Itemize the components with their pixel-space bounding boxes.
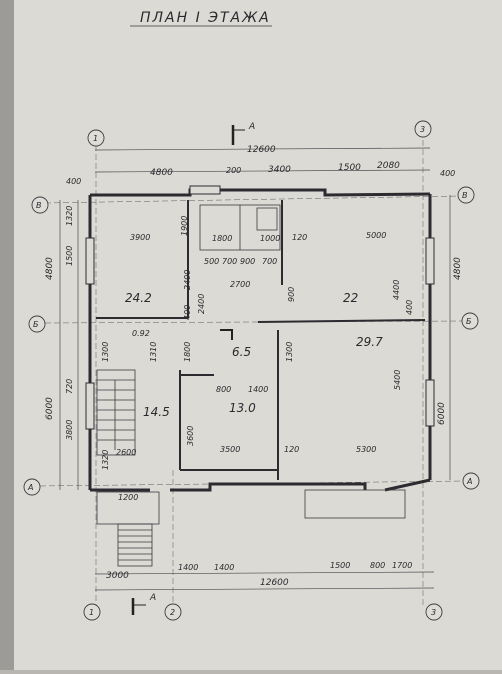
axis-1-top bbox=[87, 129, 105, 147]
axis-B-right-label: Б bbox=[466, 317, 472, 326]
axis-A-left-label: А bbox=[27, 483, 33, 492]
dim-left-upper: 4800 bbox=[45, 257, 55, 280]
dim-900: 900 bbox=[240, 257, 255, 266]
dim-right-b: 5400 bbox=[393, 370, 402, 390]
dim-400: 400 bbox=[183, 305, 192, 320]
axis-V-right-label: В bbox=[462, 191, 468, 200]
dim-5300: 5300 bbox=[356, 445, 376, 454]
dim-2400a: 2400 bbox=[183, 270, 192, 290]
dim-left-e: 1320 bbox=[101, 450, 110, 470]
windows bbox=[85, 185, 435, 430]
dim-1800b: 1800 bbox=[183, 342, 192, 362]
dim-left-a: 1320 bbox=[65, 206, 74, 226]
room-area-ne: 22 bbox=[343, 291, 358, 305]
terrace bbox=[304, 489, 406, 519]
axis-B-left-label: Б bbox=[33, 320, 39, 329]
axis-3-bottom-label: 3 bbox=[431, 608, 436, 617]
axis-A-left bbox=[23, 478, 41, 496]
dim-092: 0.92 bbox=[132, 329, 150, 338]
dim-500: 500 bbox=[204, 257, 219, 266]
dim-1900: 1900 bbox=[180, 216, 189, 236]
dim-2400b: 2400 bbox=[197, 294, 206, 314]
dim-bottom-c: 1500 bbox=[330, 561, 350, 570]
entrance-steps bbox=[96, 491, 160, 567]
dim-top-r2: 2080 bbox=[377, 161, 400, 171]
dim-400b: 400 bbox=[405, 300, 414, 315]
dim-5000: 5000 bbox=[366, 231, 386, 240]
dim-right-upper: 4800 bbox=[453, 257, 463, 280]
dim-bottom-d: 800 bbox=[370, 561, 385, 570]
dim-top-edge-l: 400 bbox=[66, 177, 81, 186]
dim-left-b: 1500 bbox=[65, 246, 74, 266]
room-area-hall: 6.5 bbox=[232, 345, 251, 359]
bathroom bbox=[199, 204, 281, 251]
dim-900b: 900 bbox=[287, 287, 296, 302]
staircase bbox=[96, 369, 136, 456]
page-edge bbox=[0, 0, 14, 670]
axis-V-right bbox=[457, 186, 475, 204]
dim-top-edge-r: 400 bbox=[440, 169, 455, 178]
axis-1-top-label: 1 bbox=[93, 134, 98, 143]
axis-1-bottom-label: 1 bbox=[89, 608, 94, 617]
axis-V-left bbox=[31, 196, 49, 214]
dim-120a: 120 bbox=[292, 233, 307, 242]
axis-A-right bbox=[462, 472, 480, 490]
room-area-living-nw: 24.2 bbox=[125, 291, 152, 305]
axis-3-bottom bbox=[425, 603, 443, 621]
dim-1200: 1200 bbox=[118, 493, 138, 502]
room-area-living-se: 29.7 bbox=[356, 335, 383, 349]
dim-top-left: 4800 bbox=[150, 168, 173, 178]
dim-left-lower: 6000 bbox=[45, 397, 55, 420]
dim-3500: 3500 bbox=[220, 445, 240, 454]
dim-1400: 1400 bbox=[248, 385, 268, 394]
paper bbox=[8, 0, 502, 670]
dim-700: 700 bbox=[222, 257, 237, 266]
hall-mark bbox=[220, 329, 233, 340]
dim-top-small: 200 bbox=[226, 166, 241, 175]
dim-120b: 120 bbox=[284, 445, 299, 454]
dim-1300: 1300 bbox=[101, 342, 110, 362]
dim-top-overall: 12600 bbox=[247, 145, 276, 155]
dim-right-lower: 6000 bbox=[437, 402, 447, 425]
dim-right-a: 4400 bbox=[392, 280, 401, 300]
axis-B-left bbox=[28, 315, 46, 333]
dim-bottom-b: 1400 bbox=[214, 563, 234, 572]
plan-title: ПЛАН I ЭТАЖА bbox=[140, 10, 271, 26]
axis-2-bottom bbox=[164, 603, 182, 621]
axis-B-right bbox=[461, 312, 479, 330]
section-label-top: А bbox=[248, 122, 255, 132]
axis-A-right-label: А bbox=[466, 477, 472, 486]
dim-3900: 3900 bbox=[130, 233, 150, 242]
dim-800: 800 bbox=[216, 385, 231, 394]
axis-V-left-label: В bbox=[36, 201, 42, 210]
dim-1000: 1000 bbox=[260, 234, 280, 243]
section-label-bottom: А bbox=[149, 593, 156, 603]
dim-3600: 3600 bbox=[186, 426, 195, 446]
dim-1800: 1800 bbox=[212, 234, 232, 243]
axis-3-top-label: 3 bbox=[420, 125, 425, 134]
dim-left-c: 720 bbox=[65, 379, 74, 394]
dim-1310: 1310 bbox=[149, 342, 158, 362]
dim-1300b: 1300 bbox=[285, 342, 294, 362]
room-area-stair: 14.5 bbox=[143, 405, 170, 419]
dim-top-r1: 1500 bbox=[338, 163, 361, 173]
dimension-lines bbox=[59, 147, 451, 591]
axis-1-bottom bbox=[83, 603, 101, 621]
dim-bottom-left: 3000 bbox=[106, 571, 129, 581]
dim-bottom-e: 1700 bbox=[392, 561, 412, 570]
dim-top-mid: 3400 bbox=[268, 165, 291, 175]
dim-bottom-overall: 12600 bbox=[260, 578, 289, 588]
room-area-s: 13.0 bbox=[229, 401, 256, 415]
dim-2600: 2600 bbox=[116, 448, 136, 457]
axis-2-bottom-label: 2 bbox=[170, 608, 175, 617]
dim-left-d: 3800 bbox=[65, 420, 74, 440]
dim-2700: 2700 bbox=[230, 280, 250, 289]
dim-bottom-a: 1400 bbox=[178, 563, 198, 572]
interior-walls bbox=[96, 200, 426, 480]
dim-700b: 700 bbox=[262, 257, 277, 266]
axis-3-top bbox=[414, 120, 432, 138]
